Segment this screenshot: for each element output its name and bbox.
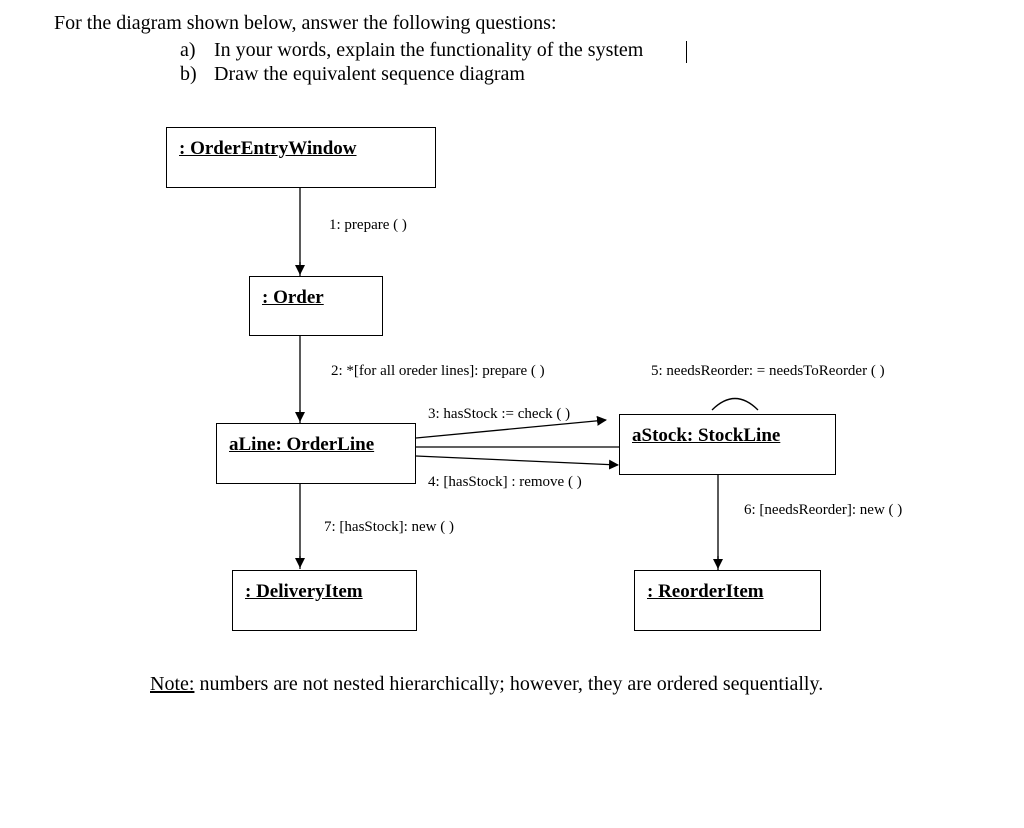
message-2: 2: *[for all oreder lines]: prepare ( ) <box>331 363 545 379</box>
footnote-label: Note: <box>150 673 195 695</box>
message-7: 7: [hasStock]: new ( ) <box>324 519 454 535</box>
text-cursor <box>686 41 687 63</box>
question-item-b-tag: b) <box>180 63 197 85</box>
object-order-label: : Order <box>262 287 324 308</box>
self-loop-m5 <box>711 397 759 411</box>
message-1: 1: prepare ( ) <box>329 217 407 233</box>
object-reorder-item: : ReorderItem <box>634 570 821 631</box>
message-6: 6: [needsReorder]: new ( ) <box>744 502 903 518</box>
object-order-entry-window: : OrderEntryWindow <box>166 127 436 188</box>
question-intro: For the diagram shown below, answer the … <box>54 12 557 34</box>
object-stock-line-label: aStock: StockLine <box>632 425 781 446</box>
object-reorder-item-label: : ReorderItem <box>647 581 764 602</box>
message-3: 3: hasStock := check ( ) <box>428 406 571 422</box>
object-delivery-item: : DeliveryItem <box>232 570 417 631</box>
object-stock-line: aStock: StockLine <box>619 414 836 475</box>
object-order-entry-window-label: : OrderEntryWindow <box>179 138 357 159</box>
message-4: 4: [hasStock] : remove ( ) <box>428 474 582 490</box>
arrow-m4 <box>415 455 619 470</box>
object-order-line: aLine: OrderLine <box>216 423 416 484</box>
object-order-line-label: aLine: OrderLine <box>229 434 375 455</box>
question-item-b-text: Draw the equivalent sequence diagram <box>214 63 525 85</box>
message-5: 5: needsReorder: = needsToReorder ( ) <box>651 363 885 379</box>
object-order: : Order <box>249 276 383 336</box>
footnote: Note: numbers are not nested hierarchica… <box>150 673 823 696</box>
question-item-a-text: In your words, explain the functionality… <box>214 39 644 61</box>
footnote-text: numbers are not nested hierarchically; h… <box>194 673 824 695</box>
question-item-a-tag: a) <box>180 39 196 61</box>
object-delivery-item-label: : DeliveryItem <box>245 581 363 602</box>
arrow-m3 <box>415 415 607 439</box>
